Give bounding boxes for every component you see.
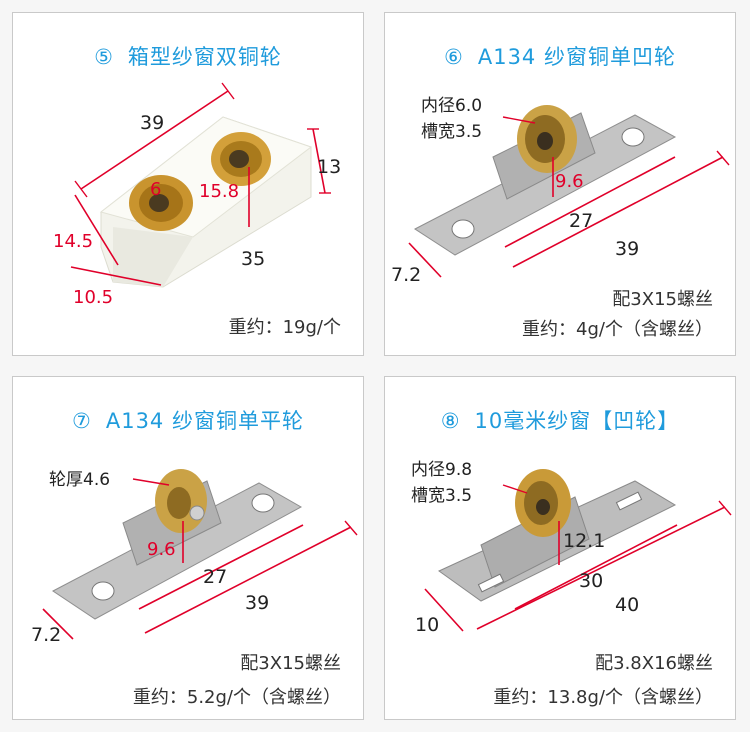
dim-height: 13 bbox=[317, 156, 341, 178]
dim-inner-length: 27 bbox=[203, 566, 227, 588]
10mm-wheel-drawing: 内径9.8 槽宽3.5 12.1 30 40 10 bbox=[411, 460, 732, 636]
dim-width: 14.5 bbox=[53, 231, 93, 252]
product-figure: 内径6.0 槽宽3.5 9.6 27 39 7.2 bbox=[385, 77, 735, 297]
flat-wheel-drawing: 轮厚4.6 9.6 27 39 7.2 bbox=[31, 469, 358, 646]
card-number: ⑤ bbox=[94, 45, 114, 69]
dim-inner-length: 30 bbox=[579, 570, 603, 592]
callout-groove-width: 槽宽3.5 bbox=[411, 486, 472, 506]
dim-total-length: 39 bbox=[615, 238, 639, 260]
card-title-text: A134 纱窗铜单凹轮 bbox=[477, 45, 676, 69]
dim-wheel-height: 9.6 bbox=[555, 171, 584, 192]
dim-wheel-height: 15.8 bbox=[199, 181, 239, 202]
weight-label: 重约：13.8g/个（含螺丝） bbox=[493, 687, 713, 708]
dim-wheel-height: 9.6 bbox=[147, 539, 176, 560]
card-title-text: A134 纱窗铜单平轮 bbox=[105, 409, 304, 433]
dim-wheel-height: 12.1 bbox=[563, 530, 605, 552]
dim-inner-length: 27 bbox=[569, 210, 593, 232]
card-title: ⑦ A134 纱窗铜单平轮 bbox=[13, 405, 363, 435]
card-title: ⑤ 箱型纱窗双铜轮 bbox=[13, 41, 363, 71]
callout-inner-diameter: 内径9.8 bbox=[411, 460, 472, 480]
product-figure: 轮厚4.6 9.6 27 39 7.2 bbox=[13, 441, 363, 661]
weight-label: 重约：19g/个 bbox=[228, 317, 341, 338]
callout-inner-diameter: 内径6.0 bbox=[421, 96, 482, 116]
callout-groove-width: 槽宽3.5 bbox=[421, 122, 482, 142]
card-title: ⑥ A134 纱窗铜单凹轮 bbox=[385, 41, 735, 71]
card-number: ⑥ bbox=[444, 45, 464, 69]
dim-width: 10 bbox=[415, 614, 439, 636]
screw-note: 配3X15螺丝 bbox=[240, 653, 341, 674]
dim-total-length: 40 bbox=[615, 594, 639, 616]
dim-width: 7.2 bbox=[391, 264, 421, 286]
box-wheel-drawing: 39 13 14.5 35 10.5 6 15.8 bbox=[53, 82, 341, 308]
card-number: ⑧ bbox=[440, 409, 461, 433]
screw-note: 配3.8X16螺丝 bbox=[595, 653, 713, 674]
weight-label: 重约：4g/个（含螺丝） bbox=[522, 319, 713, 340]
dim-total-length: 39 bbox=[245, 592, 269, 614]
card-title-text: 箱型纱窗双铜轮 bbox=[127, 45, 282, 69]
dim-width: 7.2 bbox=[31, 624, 61, 646]
card-title: ⑧ 10毫米纱窗【凹轮】 bbox=[385, 405, 735, 435]
concave-wheel-drawing: 内径6.0 槽宽3.5 9.6 27 39 7.2 bbox=[391, 96, 730, 286]
screw-note: 配3X15螺丝 bbox=[612, 289, 713, 310]
card-number: ⑦ bbox=[72, 409, 92, 433]
dim-wheel-inner: 6 bbox=[150, 179, 161, 200]
dim-length: 39 bbox=[140, 112, 164, 134]
card-title-text: 10毫米纱窗【凹轮】 bbox=[474, 409, 680, 433]
weight-label: 重约：5.2g/个（含螺丝） bbox=[132, 687, 341, 708]
product-card-a134-flat: ⑦ A134 纱窗铜单平轮 轮厚4.6 9.6 27 39 7.2 配3X15螺丝… bbox=[12, 376, 364, 720]
dim-bottom-length: 35 bbox=[241, 248, 265, 270]
dim-bottom-width: 10.5 bbox=[73, 287, 113, 308]
product-figure: 内径9.8 槽宽3.5 12.1 30 40 10 bbox=[385, 441, 735, 661]
callout-wheel-thickness: 轮厚4.6 bbox=[49, 470, 110, 490]
product-card-a134-concave: ⑥ A134 纱窗铜单凹轮 内径6.0 槽宽3.5 9.6 27 39 7.2 bbox=[384, 12, 736, 356]
product-card-10mm-concave: ⑧ 10毫米纱窗【凹轮】 内径9.8 槽宽3.5 12.1 30 40 10 配3… bbox=[384, 376, 736, 720]
product-figure: 39 13 14.5 35 10.5 6 15.8 bbox=[13, 77, 363, 308]
